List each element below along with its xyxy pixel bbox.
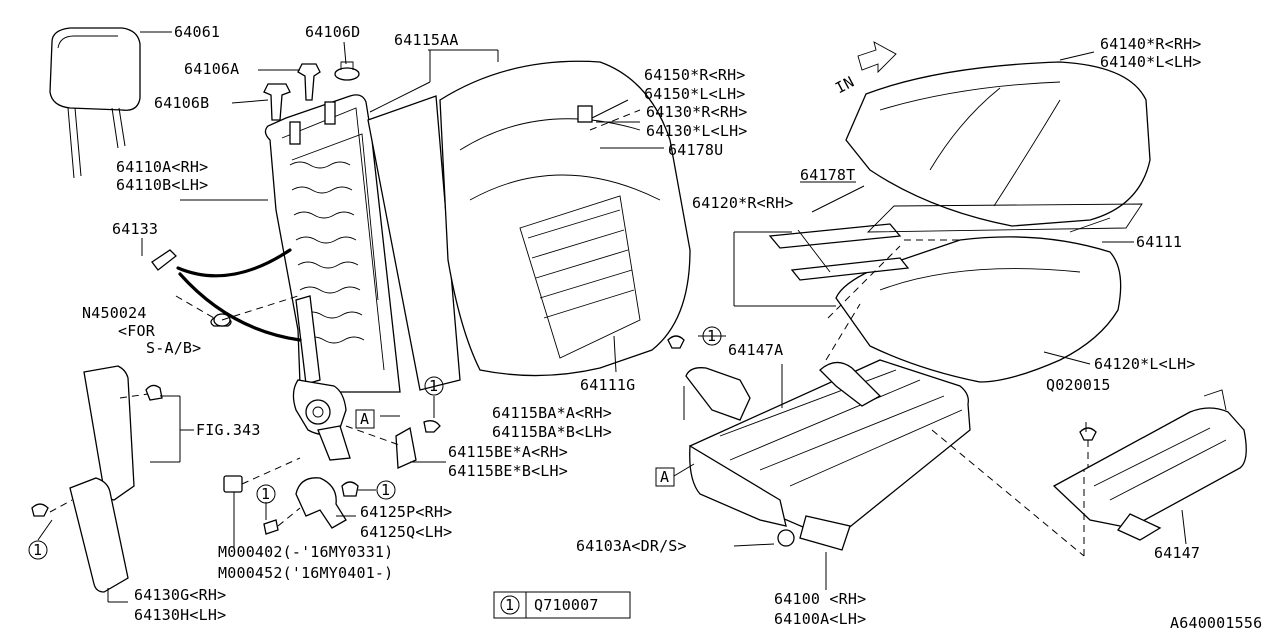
label-64111g: 64111G (580, 376, 635, 394)
svg-text:1: 1 (261, 485, 270, 503)
boxed-a-references: A A (355, 409, 675, 487)
diagram-reference-number: A640001556 (1170, 614, 1262, 632)
label-64106d: 64106D (305, 23, 360, 41)
label-64106a: 64106A (184, 60, 239, 78)
legend-part-number: Q710007 (534, 596, 599, 614)
label-64111: 64111 (1136, 233, 1182, 251)
label-64115ba-b: 64115BA*B<LH> (492, 423, 612, 441)
headrest (49, 27, 141, 179)
label-64147: 64147 (1154, 544, 1200, 562)
label-n450024: N450024 (82, 304, 147, 322)
callout-circle-1: 1 (28, 540, 48, 560)
bolts-brackets (223, 335, 1097, 535)
label-64061: 64061 (174, 23, 220, 41)
svg-text:A: A (360, 410, 369, 428)
label-for: <FOR (118, 322, 156, 340)
seat-back-frame (264, 94, 401, 461)
label-64100: 64100 <RH> (774, 590, 866, 608)
label-64178u: 64178U (668, 141, 723, 159)
label-64120l: 64120*L<LH> (1094, 355, 1196, 373)
label-64150r: 64150*R<RH> (644, 66, 746, 84)
label-64125p: 64125P<RH> (360, 503, 452, 521)
label-64178t: 64178T (800, 166, 855, 184)
circled-callouts: 1 1 1 1 1 (28, 326, 722, 560)
label-m000452: M000452('16MY0401-) (218, 564, 393, 582)
airbag-cables (151, 248, 302, 342)
assembly-lines (175, 109, 1085, 557)
label-64115be-a: 64115BE*A<RH> (448, 443, 568, 461)
leader-lines (37, 31, 1187, 603)
label-64150l: 64150*L<LH> (644, 85, 746, 103)
label-64103a: 64103A<DR/S> (576, 537, 687, 555)
label-64140l: 64140*L<LH> (1100, 53, 1202, 71)
svg-text:1: 1 (381, 481, 390, 499)
label-64130h: 64130H<LH> (134, 606, 226, 624)
label-q020015: Q020015 (1046, 376, 1111, 394)
legend-number: 1 (505, 596, 514, 614)
label-64120r: 64120*R<RH> (692, 194, 794, 212)
label-64110b: 64110B<LH> (116, 176, 208, 194)
in-direction-arrow (857, 41, 897, 74)
label-64130g: 64130G<RH> (134, 586, 226, 604)
label-64110a: 64110A<RH> (116, 158, 208, 176)
label-64115aa: 64115AA (394, 31, 459, 49)
label-64130l: 64130*L<LH> (646, 122, 748, 140)
side-panels (31, 365, 163, 593)
label-s-a-b: S-A/B> (146, 339, 201, 357)
label-in: IN (832, 73, 857, 98)
svg-text:1: 1 (707, 327, 716, 345)
callout-circle-1: 1 (702, 326, 722, 346)
svg-text:A: A (660, 468, 669, 486)
reference-box-a: A (655, 467, 675, 487)
callout-circle-1: 1 (424, 376, 444, 396)
reference-box-a: A (355, 409, 375, 429)
callout-circle-1: 1 (256, 484, 276, 504)
headrest-guides (263, 61, 360, 121)
label-64130r: 64130*R<RH> (646, 103, 748, 121)
callout-circle-1: 1 (376, 480, 396, 500)
label-64147a: 64147A (728, 341, 783, 359)
label-m000402: M000402(-'16MY0331) (218, 543, 393, 561)
label-64115ba-a: 64115BA*A<RH> (492, 404, 612, 422)
seat-frame (685, 359, 1247, 551)
label-64100a: 64100A<LH> (774, 610, 866, 628)
label-64125q: 64125Q<LH> (360, 523, 452, 541)
part-labels: 64061 64106D 64115AA 64106A 64106B 64110… (82, 23, 1262, 632)
label-64140r: 64140*R<RH> (1100, 35, 1202, 53)
label-64115be-b: 64115BE*B<LH> (448, 462, 568, 480)
seat-back-pad (367, 60, 691, 391)
svg-text:1: 1 (429, 377, 438, 395)
seat-cushion (768, 61, 1151, 383)
svg-text:1: 1 (33, 541, 42, 559)
label-fig343: FIG.343 (196, 421, 261, 439)
label-64106b: 64106B (154, 94, 209, 112)
legend-box: 1 Q710007 (493, 591, 631, 619)
label-64133: 64133 (112, 220, 158, 238)
